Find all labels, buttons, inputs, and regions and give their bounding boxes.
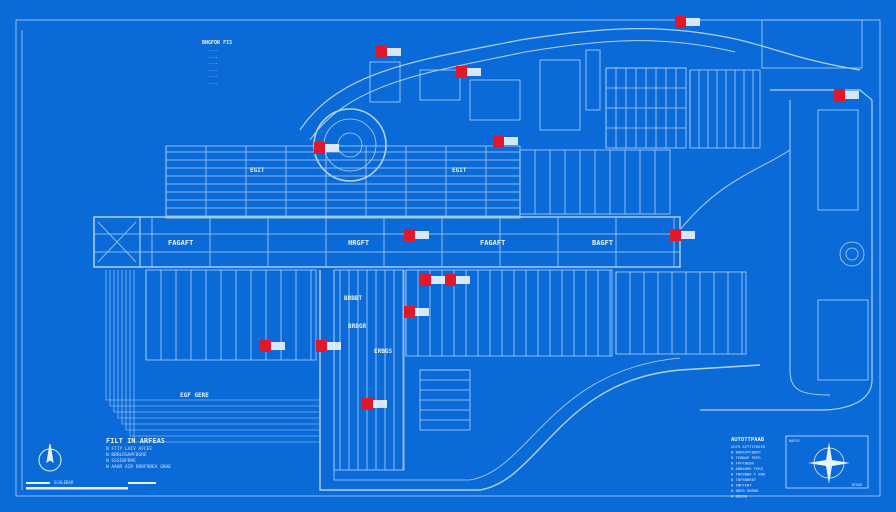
note-line: ---- bbox=[208, 48, 218, 53]
compass-rose-icon bbox=[808, 442, 850, 484]
legend-line: N BBEBB bbox=[731, 494, 748, 499]
zone-label: FAGAFT bbox=[168, 239, 193, 247]
title-line: N SSSIBFRPE bbox=[106, 458, 136, 464]
legend-line: N BBEB RBRBB bbox=[731, 488, 759, 493]
legend-line: N ABBARRR FRRG bbox=[731, 466, 764, 471]
location-marker[interactable] bbox=[456, 66, 481, 78]
note-line: ---- bbox=[208, 74, 218, 79]
note-line: ---- bbox=[208, 81, 218, 86]
location-marker[interactable] bbox=[675, 16, 700, 28]
scale-label: SCALEBAR bbox=[54, 480, 74, 485]
zone-label: EGIT bbox=[250, 167, 265, 174]
zone-label: EGIT bbox=[452, 167, 467, 174]
note-line: ---- bbox=[208, 61, 218, 66]
location-marker[interactable] bbox=[670, 229, 695, 241]
zone-label: EGF GERE bbox=[180, 392, 209, 399]
zone-label: BRBBT bbox=[344, 295, 362, 302]
location-marker[interactable] bbox=[314, 142, 339, 154]
location-marker[interactable] bbox=[404, 229, 429, 241]
legend-line: N FBFBBBR F BBB bbox=[731, 472, 766, 477]
location-marker[interactable] bbox=[404, 306, 429, 318]
legend-line: N BRRAPPFBBER bbox=[731, 450, 761, 455]
marker-layer bbox=[260, 16, 859, 410]
zone-label: BAGFT bbox=[592, 239, 613, 247]
location-marker[interactable] bbox=[493, 135, 518, 147]
location-marker[interactable] bbox=[445, 274, 470, 286]
zone-label: HRGFT bbox=[348, 239, 369, 247]
location-marker[interactable] bbox=[316, 340, 341, 352]
location-marker[interactable] bbox=[420, 274, 445, 286]
zone-label: ERBGS bbox=[374, 348, 392, 355]
location-marker[interactable] bbox=[362, 398, 387, 410]
compass-code: BFDBE bbox=[852, 483, 863, 487]
title-heading: FILT IN ARFEAS bbox=[106, 437, 165, 445]
note-line: ---- bbox=[208, 55, 218, 60]
legend-line: N FPFFBEBR bbox=[731, 461, 755, 466]
location-marker[interactable] bbox=[376, 46, 401, 58]
title-line: N FTIY LAIV AFCEE bbox=[106, 446, 152, 452]
notes-heading: BNGFOR FIS bbox=[202, 40, 232, 46]
legend-line: N TEBBAP PEER bbox=[731, 455, 761, 460]
title-line: N BBRLRSAPFDGRE bbox=[106, 452, 147, 458]
compass-label: NORTH bbox=[789, 439, 800, 443]
location-marker[interactable] bbox=[834, 89, 859, 101]
north-arrow-icon bbox=[38, 443, 62, 472]
legend-heading: AUTOTTPAAB bbox=[731, 437, 765, 443]
zone-label: BRBGR bbox=[348, 323, 366, 330]
location-marker[interactable] bbox=[260, 340, 285, 352]
scale-bar bbox=[26, 482, 156, 490]
zone-label: FAGAFT bbox=[480, 239, 505, 247]
note-line: ---- bbox=[208, 68, 218, 73]
compass-box bbox=[785, 435, 869, 489]
plan-linework bbox=[15, 19, 881, 497]
legend-line: AUTR AETTIFBEER bbox=[731, 444, 766, 449]
title-line: N AAAR AIR RRRFRREA GRAE bbox=[106, 464, 171, 470]
legend-line: N TBFBBBRBT bbox=[731, 477, 757, 482]
legend-line: N FBFFEBT bbox=[731, 483, 752, 488]
